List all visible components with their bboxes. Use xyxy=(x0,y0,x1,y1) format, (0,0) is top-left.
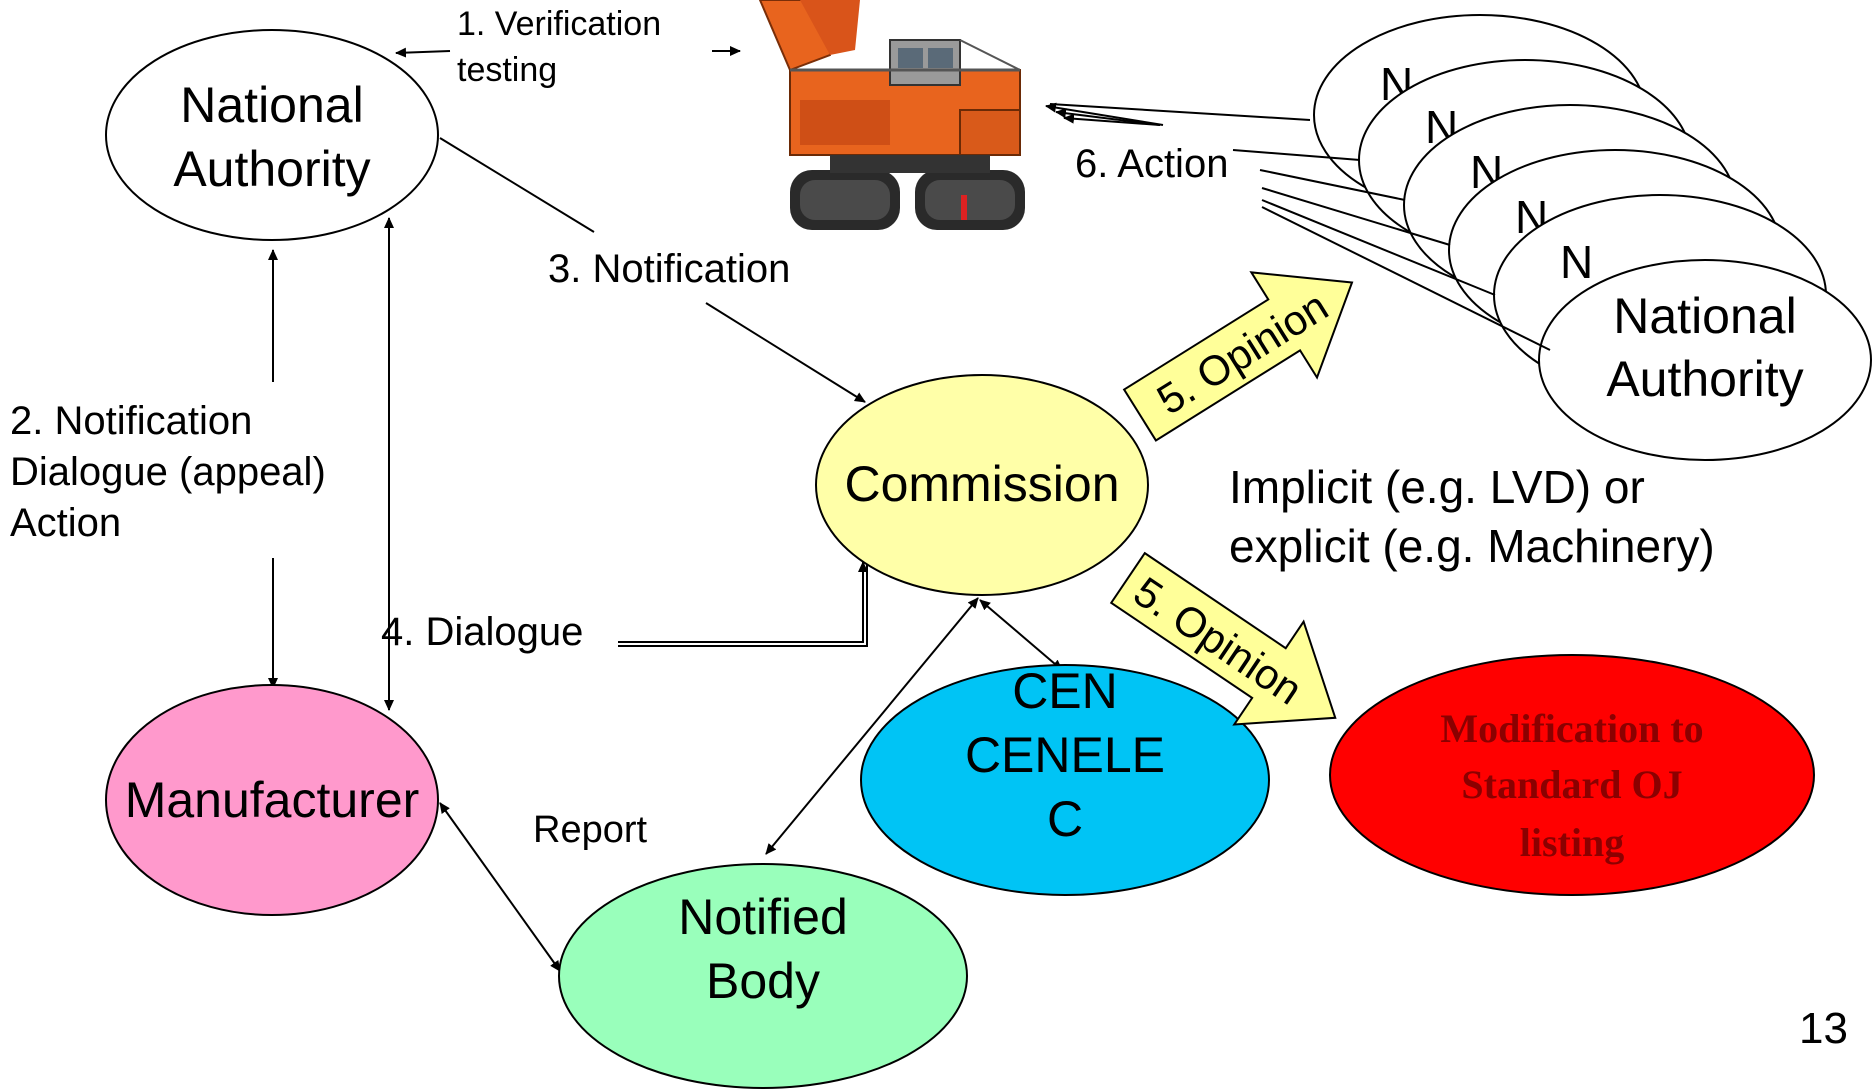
connectors xyxy=(268,46,1551,972)
page-number: 13 xyxy=(1799,1004,1848,1053)
modification-node: Modification to Standard OJ listing xyxy=(1329,654,1815,896)
notification-step2-line3: Action xyxy=(10,501,121,545)
text-labels: 1. Verification testing 3. Notification … xyxy=(10,5,1848,1053)
modification-label-2: Standard OJ xyxy=(1461,762,1682,807)
commission-label: Commission xyxy=(844,456,1119,512)
action-line-2 xyxy=(1232,149,1361,161)
manufacturer-node: Manufacturer xyxy=(105,684,439,916)
manufacturer-label: Manufacturer xyxy=(125,772,420,828)
dialogue-to-commission-arrow xyxy=(618,561,868,643)
manufacturer-notified-body-arrow xyxy=(439,802,561,972)
verification-arrow-left xyxy=(395,47,451,58)
modification-fill xyxy=(1329,654,1815,896)
commission-cen-arrow xyxy=(979,599,1063,671)
commission-fill xyxy=(815,374,1149,596)
stack-authority-label: Authority xyxy=(1606,351,1803,407)
excavator-image xyxy=(680,0,1030,240)
action-line-3 xyxy=(1259,169,1406,201)
action-line-1 xyxy=(1049,103,1311,121)
cen-label-1: CEN xyxy=(1012,663,1118,719)
dialogue-double-line xyxy=(618,562,868,647)
cen-label-2: CENELE xyxy=(965,727,1165,783)
notified-label: Notified xyxy=(678,889,848,945)
report-label: Report xyxy=(533,809,647,851)
cen-fill xyxy=(860,664,1270,896)
notification-line-upper xyxy=(439,137,595,233)
national-label: National xyxy=(180,77,363,133)
national-authority-node: National Authority xyxy=(105,29,439,241)
manufacturer-fill xyxy=(105,684,439,916)
action-line-5 xyxy=(1261,199,1496,296)
notified-body-fill xyxy=(558,863,968,1089)
body-label: Body xyxy=(706,953,820,1009)
action-label: 6. Action xyxy=(1075,142,1228,186)
action-arrow-3 xyxy=(1063,113,1161,126)
opinion-arrow-lower-shape xyxy=(1109,551,1337,726)
notification-step2-line1: 2. Notification xyxy=(10,399,252,443)
notification-step2-line2: Dialogue (appeal) xyxy=(10,450,326,494)
commission-node: Commission xyxy=(815,374,1149,596)
opinion-arrow-upper: 5. Opinion xyxy=(1122,271,1354,442)
stack-fragment-5: N xyxy=(1560,236,1593,288)
stack-national-label: National xyxy=(1613,288,1796,344)
action-arrow-1 xyxy=(1045,102,1164,126)
dialogue-label: 4. Dialogue xyxy=(381,610,583,654)
notification-arrow-lower xyxy=(705,302,866,403)
action-line-4 xyxy=(1261,187,1451,246)
action-line-6 xyxy=(1261,206,1551,351)
national-authority-stack: N N N N N National Authority xyxy=(1313,14,1872,461)
modification-label-3: listing xyxy=(1520,820,1624,865)
cen-label-3: C xyxy=(1047,791,1083,847)
commission-notified-body-arrow xyxy=(765,597,979,855)
modification-label-1: Modification to xyxy=(1440,706,1703,751)
authority-label: Authority xyxy=(173,141,370,197)
cen-cenelec-node: CEN CENELE C xyxy=(860,663,1270,896)
verification-label-1: 1. Verification xyxy=(457,5,661,43)
notification-step3-label: 3. Notification xyxy=(548,247,790,291)
opinion-arrow-upper-shape xyxy=(1122,271,1354,442)
implicit-label-1: Implicit (e.g. LVD) or xyxy=(1229,461,1645,513)
notified-body-node: Notified Body xyxy=(558,863,968,1089)
implicit-label-2: explicit (e.g. Machinery) xyxy=(1229,520,1715,572)
verification-label-2: testing xyxy=(457,51,557,89)
